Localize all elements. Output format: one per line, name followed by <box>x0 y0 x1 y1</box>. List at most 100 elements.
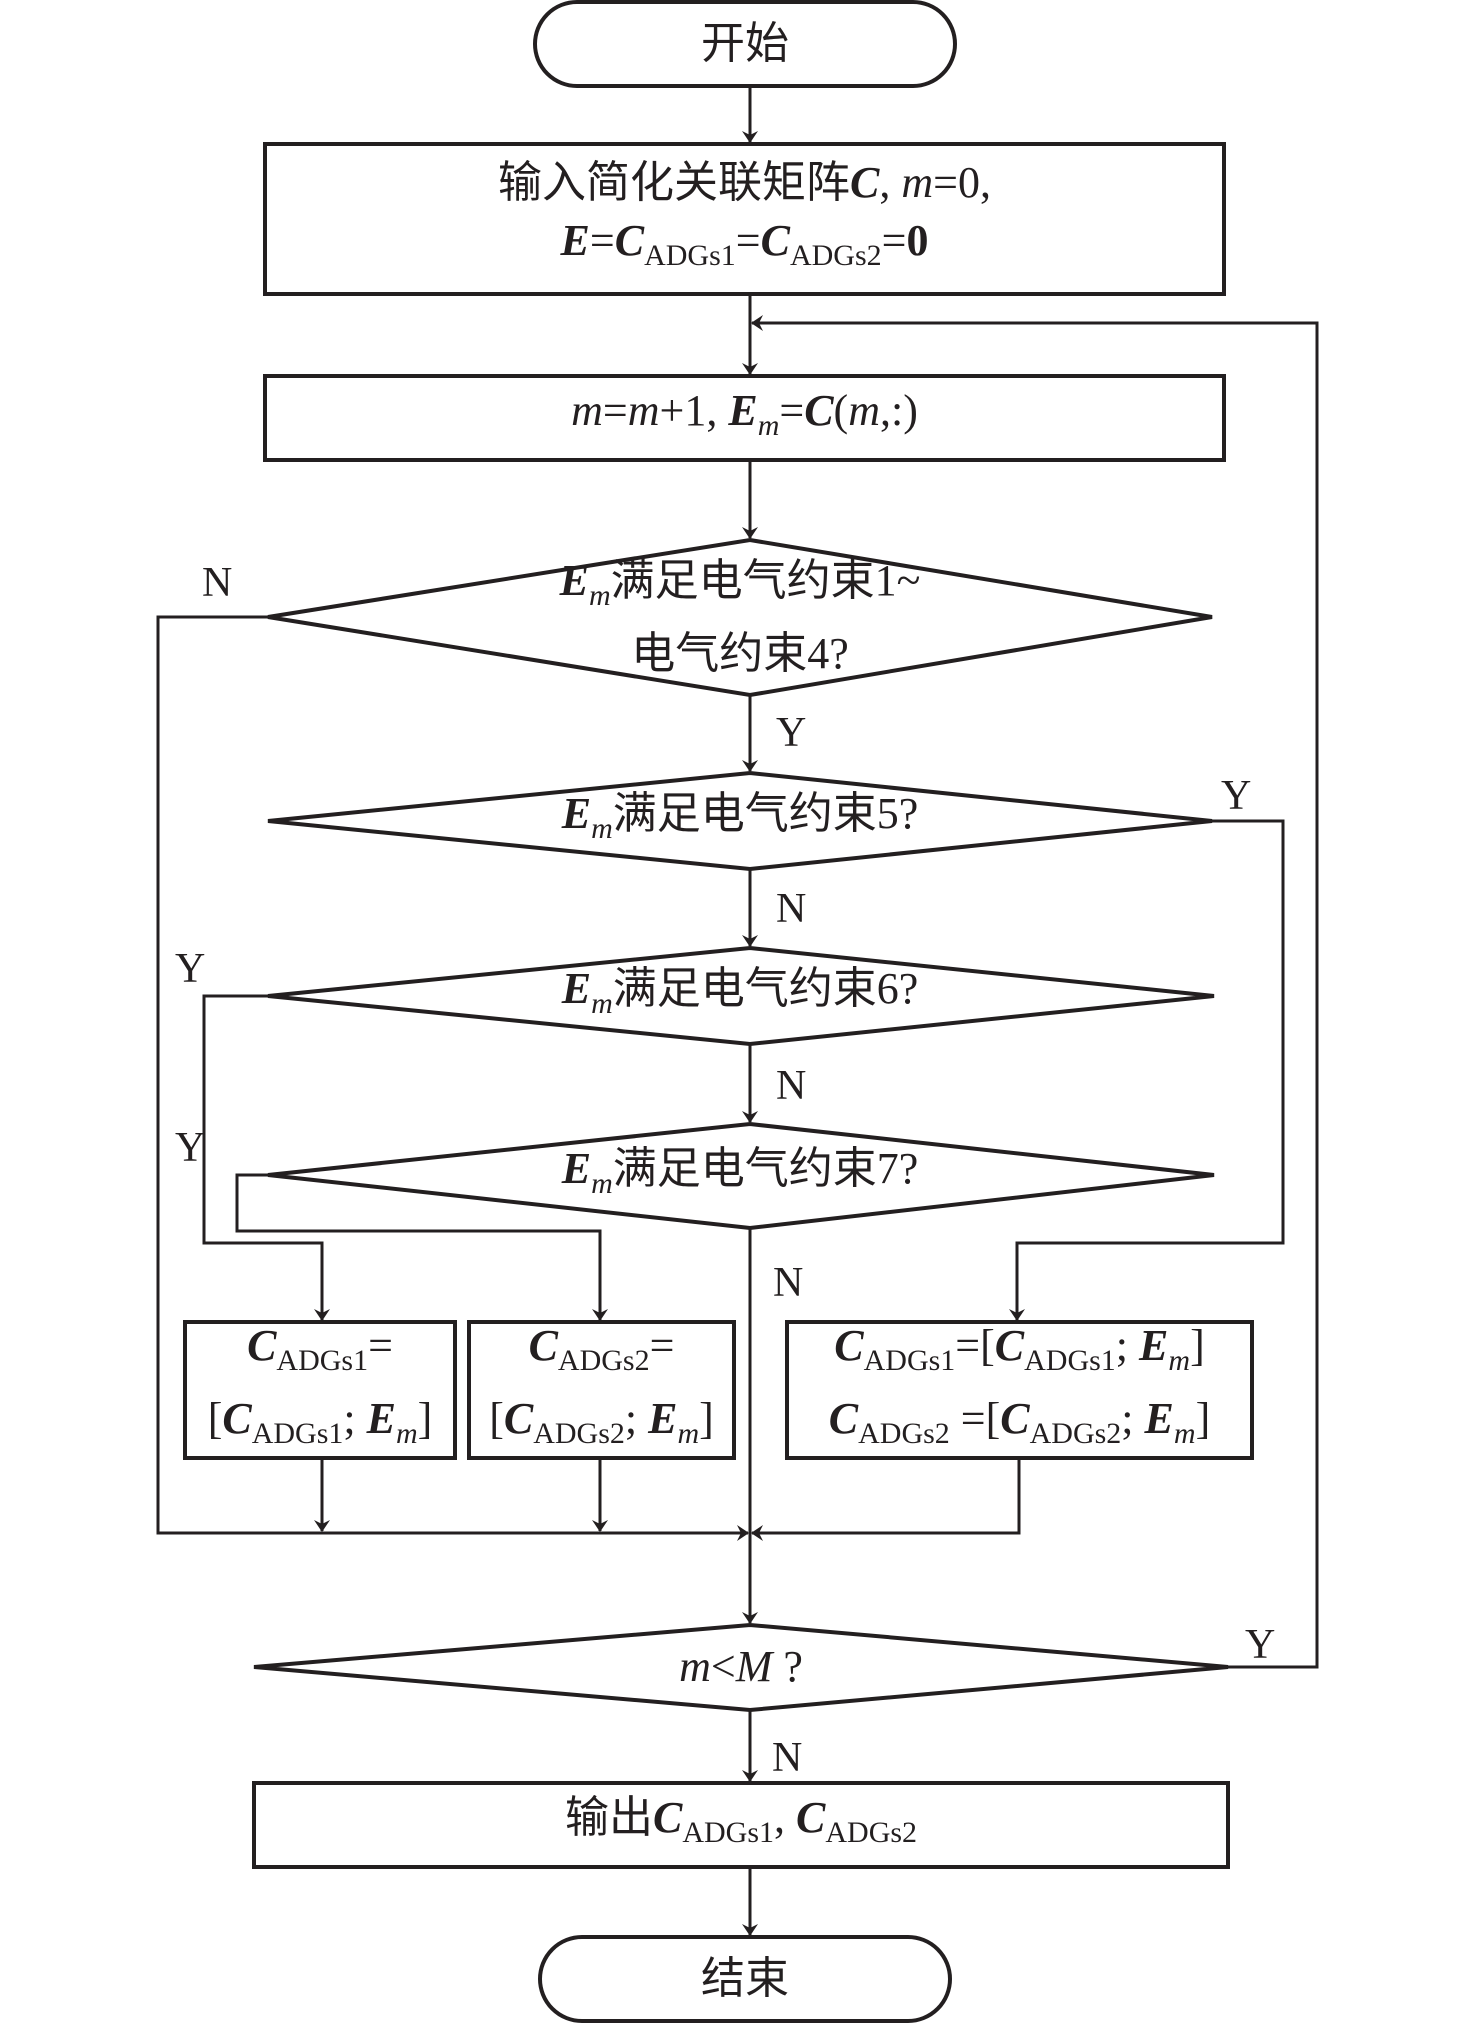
decision1-text: Em满足电气约束1~ 电气约束4? <box>268 556 1212 678</box>
subscript: ADGs2 <box>557 1344 650 1377</box>
decision3-text: Em满足电气约束6? <box>268 963 1212 1026</box>
var-m: m <box>848 385 880 435</box>
assignC-line1: CADGs1=[CADGs1; Em] <box>834 1317 1204 1390</box>
d1-line1: Em满足电气约束1~ <box>560 552 921 625</box>
eq: =[ <box>949 1394 1001 1443</box>
d3-condition: 满足电气约束6? <box>612 963 919 1013</box>
output-prefix: 输出 <box>564 1792 653 1842</box>
start-label: 开始 <box>535 2 955 86</box>
edge-label-d5-yes: Y <box>1245 1622 1276 1668</box>
matrix-E: E <box>559 556 589 605</box>
output-process-shape <box>252 1781 1230 1869</box>
subscript: ADGs2 <box>825 1815 918 1849</box>
assignA-process-shape <box>183 1320 457 1460</box>
eq: = <box>649 1321 675 1370</box>
edge-assignC-out <box>751 1458 1021 1541</box>
eq: = <box>735 215 761 265</box>
matrix-C: C <box>1000 1394 1030 1443</box>
subscript: m <box>395 1417 418 1450</box>
edge-label-d5-no: N <box>772 1735 803 1781</box>
edge-label-d4-yes: Y <box>175 1125 206 1171</box>
edge-d3-yes-assignA <box>202 994 330 1321</box>
less-than: < <box>710 1642 736 1691</box>
d2-line: Em满足电气约束5? <box>562 785 919 858</box>
matrix-C: C <box>614 215 645 265</box>
subscript: m <box>591 811 613 845</box>
edge-label-d3-yes: Y <box>175 946 206 992</box>
increment-process-shape <box>263 374 1226 462</box>
init-text: 输入简化关联矩阵C, m=0, E=CADGs1=CADGs2=0 <box>265 144 1224 294</box>
end-terminal-shape <box>538 1935 952 2023</box>
edge-label-d3-no: N <box>776 1063 807 1109</box>
bracket: [ <box>207 1394 223 1443</box>
matrix-C: C <box>222 1394 252 1443</box>
matrix-C: C <box>804 385 834 435</box>
semicolon: ; <box>1121 1394 1145 1443</box>
eq: = <box>368 1321 393 1370</box>
init-process-shape <box>263 142 1226 296</box>
bracket: ] <box>1195 1394 1211 1443</box>
eq: = <box>589 215 615 265</box>
matrix-C: C <box>247 1321 277 1370</box>
edge-label-d1-no: N <box>202 560 233 606</box>
subscript: ADGs2 <box>789 238 882 272</box>
matrix-E: E <box>366 1394 396 1443</box>
matrix-C: C <box>994 1321 1025 1370</box>
bracket: [ <box>489 1394 504 1443</box>
d5-line: m<M ? <box>679 1638 803 1696</box>
semicolon: ; <box>1115 1321 1140 1370</box>
edge-label-d1-yes: Y <box>776 710 807 756</box>
subscript: m <box>1173 1417 1196 1450</box>
matrix-E: E <box>561 1143 592 1193</box>
matrix-C: C <box>828 1394 859 1443</box>
subscript: ADGs1 <box>644 238 736 272</box>
end-text: 结束 <box>701 1954 789 2003</box>
matrix-C: C <box>834 1321 864 1370</box>
init-line1: 输入简化关联矩阵C, m=0, <box>498 154 991 212</box>
assignB-line2: [CADGs2; Em] <box>489 1390 714 1463</box>
var-m: m <box>679 1642 711 1691</box>
zero-matrix: 0 <box>906 215 929 265</box>
decision5-text: m<M ? <box>254 1637 1228 1697</box>
var-m: m <box>627 385 660 435</box>
matrix-E: E <box>1139 1321 1169 1370</box>
matrix-C: C <box>503 1394 534 1443</box>
assignA-line2: [CADGs1; Em] <box>208 1390 433 1463</box>
subscript: ADGs1 <box>276 1344 369 1377</box>
start-terminal-shape <box>533 0 957 88</box>
paren: ,:) <box>879 385 918 435</box>
increment-line: m=m+1, Em=C(m,:) <box>571 382 918 455</box>
decision4-text: Em满足电气约束7? <box>268 1144 1212 1206</box>
d4-line: Em满足电气约束7? <box>562 1140 919 1213</box>
matrix-C: C <box>760 215 790 265</box>
matrix-E: E <box>728 385 758 435</box>
init-line2: E=CADGs1=CADGs2=0 <box>561 212 929 285</box>
assignA-text: CADGs1= [CADGs1; Em] <box>185 1321 455 1458</box>
paren: ( <box>833 385 849 435</box>
decision2-text: Em满足电气约束5? <box>268 789 1212 851</box>
subscript: m <box>757 408 780 442</box>
subscript: m <box>588 579 611 612</box>
edge-d4-yes-assignB <box>235 1173 608 1321</box>
assignB-line1: CADGs2= <box>529 1317 675 1390</box>
assignC-line2: CADGs2 =[CADGs2; Em] <box>829 1390 1210 1463</box>
edge-d2-yes-assignC <box>1009 819 1285 1321</box>
output-line: 输出CADGs1, CADGs2 <box>565 1789 917 1862</box>
semicolon: ; <box>624 1394 649 1443</box>
matrix-E: E <box>561 963 592 1013</box>
init-prefix: 输入简化关联矩阵 <box>498 157 851 207</box>
subscript: ADGs2 <box>1029 1417 1122 1450</box>
d2-condition: 满足电气约束5? <box>612 788 919 838</box>
semicolon: ; <box>343 1394 367 1443</box>
eq: = <box>602 385 628 435</box>
eq: =[ <box>955 1321 995 1370</box>
eq: = <box>779 385 805 435</box>
matrix-C: C <box>850 157 880 207</box>
var-m: m <box>901 157 934 207</box>
d1-condition: 满足电气约束1~ <box>610 556 921 605</box>
matrix-E: E <box>561 788 592 838</box>
var-m: m <box>571 385 603 435</box>
end-label: 结束 <box>540 1937 950 2021</box>
increment-text: m=m+1, Em=C(m,:) <box>265 376 1224 460</box>
